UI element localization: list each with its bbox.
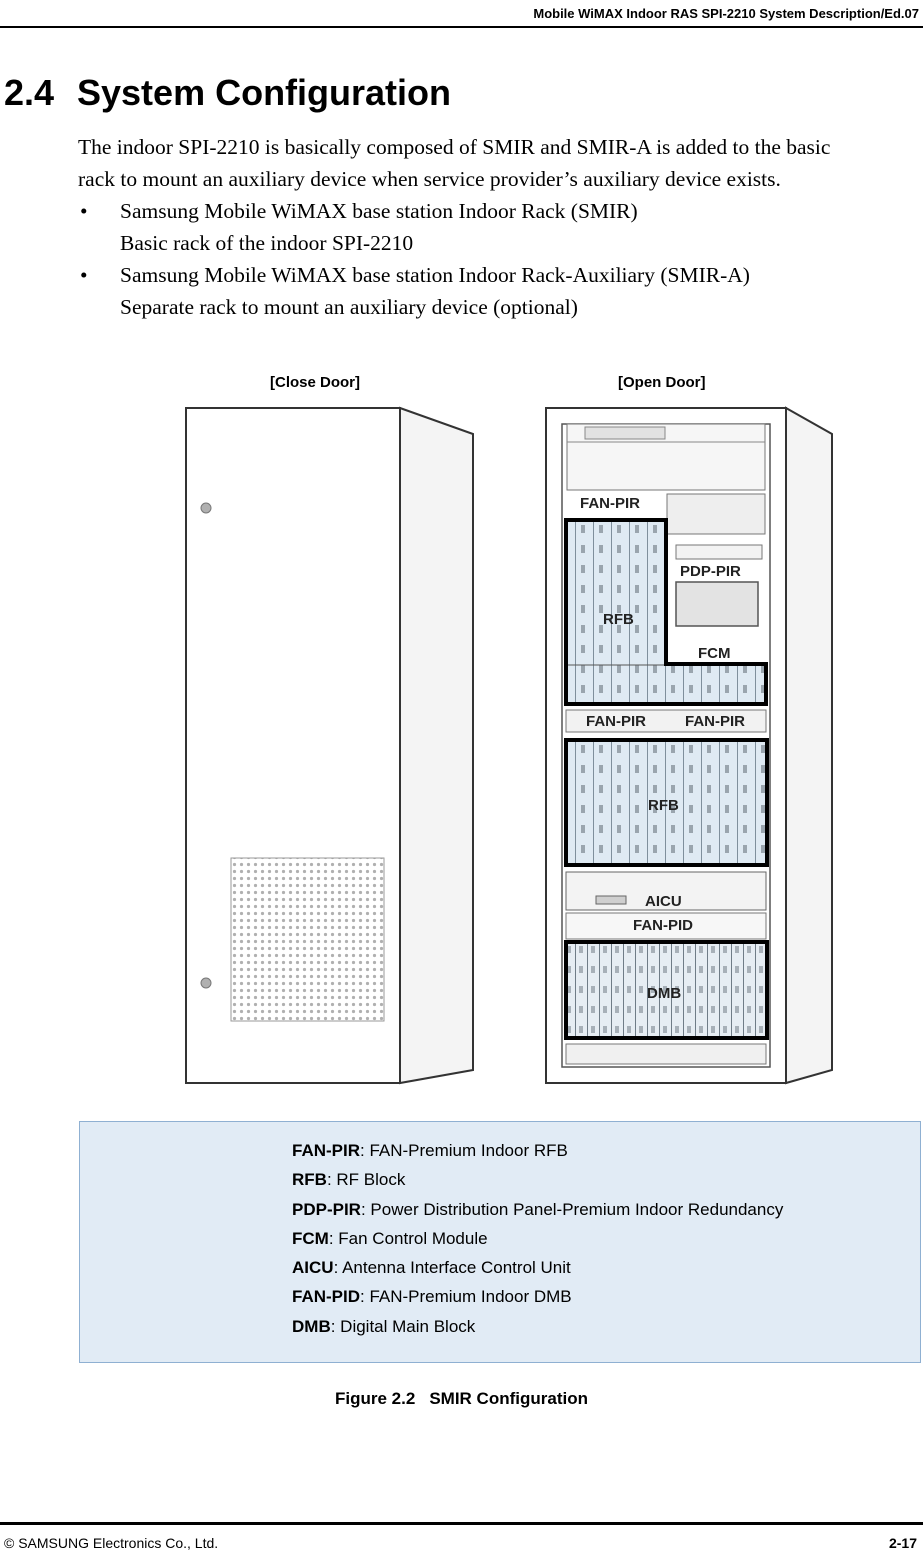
legend-item: DMB: Digital Main Block [292,1312,783,1341]
pdp-pir-switches [675,544,763,560]
label-fan-pir-left: FAN-PIR [586,713,646,730]
pdp-pir-unit [675,581,759,627]
legend-item: PDP-PIR: Power Distribution Panel-Premiu… [292,1195,783,1224]
dmb-shelf [564,940,769,1040]
terminal-block [584,426,666,440]
rack-base [565,1043,767,1065]
caption-number: Figure 2.2 [335,1389,416,1408]
legend-definition: : RF Block [326,1170,406,1190]
legend-term: AICU [292,1258,334,1278]
bullet-title: Samsung Mobile WiMAX base station Indoor… [120,263,750,287]
section-number: 2.4 [4,72,55,113]
legend-term: PDP-PIR [292,1199,361,1219]
open-rack [545,406,833,1085]
fan-pir-tray [565,709,767,733]
label-aicu: AICU [645,893,682,910]
legend-term: FAN-PIR [292,1141,360,1160]
bullet-marker: • [80,263,88,287]
footer-rule [0,1522,923,1525]
figure-caption: Figure 2.2 SMIR Configuration [0,1389,923,1409]
document-header: Mobile WiMAX Indoor RAS SPI-2210 System … [533,6,919,21]
caption-title: SMIR Configuration [429,1389,588,1408]
label-rfb-bottom: RFB [648,797,679,814]
closed-rack [185,406,474,1085]
rack-illustration: FAN-PIR PDP-PIR RFB FCM FAN-PIR FAN-PIR … [185,406,833,1085]
door-hinge [200,977,212,989]
bullet-item: • Samsung Mobile WiMAX base station Indoo… [78,195,898,227]
intro-line-2: rack to mount an auxiliary device when s… [78,167,781,191]
rfb-upper-cards [565,519,667,666]
legend-term: FCM [292,1228,329,1248]
legend-item: FAN-PIR: FAN-Premium Indoor RFB [292,1136,783,1165]
legend-item: FAN-PID: FAN-Premium Indoor DMB [292,1282,783,1311]
legend-box: FAN-PIR: FAN-Premium Indoor RFB RFB: RF … [79,1121,921,1363]
legend-item: RFB: RF Block [292,1165,783,1194]
label-rfb-top: RFB [603,611,634,628]
legend-definition: : FAN-Premium Indoor DMB [360,1287,572,1307]
page-number: 2-17 [888,1535,917,1551]
rfb-upper-connectors [565,664,767,704]
section-heading: System Configuration [77,72,452,113]
intro-line-1: The indoor SPI-2210 is basically compose… [78,135,831,159]
label-fan-pid: FAN-PID [633,917,693,934]
bullet-marker: • [80,199,88,223]
close-door-label: [Close Door] [270,374,360,391]
legend-list: FAN-PIR: FAN-Premium Indoor RFB RFB: RF … [292,1136,783,1341]
fan-pid-tray [565,912,767,940]
legend-definition: : Antenna Interface Control Unit [333,1258,571,1278]
bullet-description: Separate rack to mount an auxiliary devi… [120,295,578,319]
rfb-lower-shelf [564,738,769,867]
footer-copyright: © SAMSUNG Electronics Co., Ltd. [4,1535,219,1551]
legend-definition: : Digital Main Block [330,1316,476,1336]
pdp-pir-breakers [666,493,766,535]
legend-item: AICU: Antenna Interface Control Unit [292,1253,783,1282]
rfb-upper-outline [564,518,768,706]
legend-term: RFB [292,1170,327,1190]
aicu-connector [595,895,627,905]
label-fcm: FCM [698,645,731,662]
closed-rack-side [399,406,474,1085]
bullet-description: Basic rack of the indoor SPI-2210 [120,231,414,255]
label-fan-pir-right: FAN-PIR [685,713,745,730]
label-pdp-pir: PDP-PIR [680,563,741,580]
legend-item: FCM: Fan Control Module [292,1224,783,1253]
legend-definition: : FAN-Premium Indoor RFB [360,1141,568,1160]
section-title: 2.4 System Configuration [4,72,451,114]
header-rule [0,26,923,28]
body-text: The indoor SPI-2210 is basically compose… [78,131,898,323]
legend-definition: : Power Distribution Panel-Premium Indoo… [360,1199,784,1219]
bullet-item: • Samsung Mobile WiMAX base station Indoo… [78,259,898,291]
open-rack-side [785,406,833,1085]
legend-definition: : Fan Control Module [328,1228,488,1248]
legend-term: DMB [292,1316,331,1336]
door-hinge [200,502,212,514]
ventilation-grille [230,857,385,1022]
bullet-title: Samsung Mobile WiMAX base station Indoor… [120,199,638,223]
label-dmb: DMB [647,985,681,1002]
legend-term: FAN-PID [292,1287,360,1307]
open-door-label: [Open Door] [618,374,706,391]
label-fan-pir-top: FAN-PIR [580,495,640,512]
